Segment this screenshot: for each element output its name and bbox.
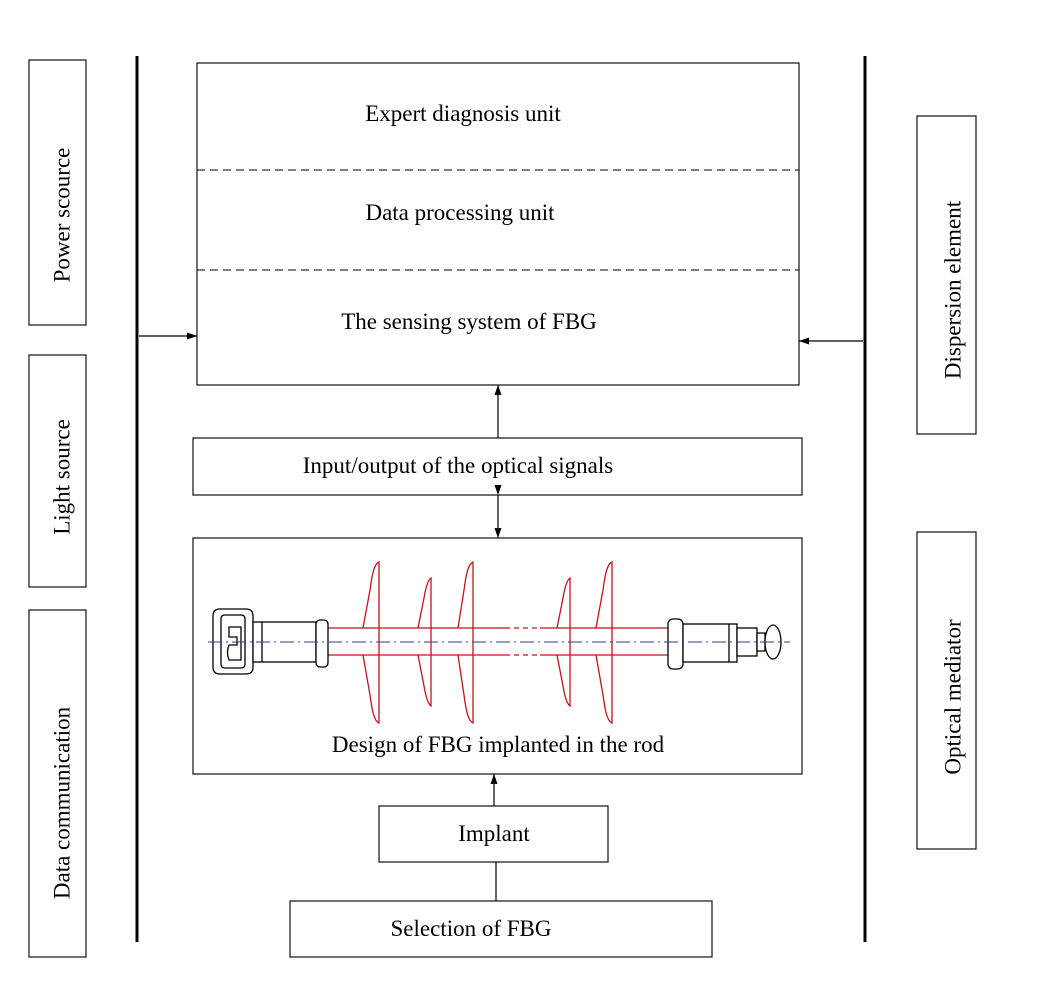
design-box: Design of FBG implanted in the rod bbox=[192, 537, 803, 775]
implant-box: Implant bbox=[378, 805, 609, 863]
io-box: Input/output of the optical signals bbox=[192, 437, 803, 496]
expert-diagnosis-label: Expert diagnosis unit bbox=[365, 101, 561, 126]
optical-mediator-box: Optical mediator bbox=[916, 531, 977, 850]
data-communication-box: Data communication bbox=[28, 609, 87, 958]
main-system-box: Expert diagnosis unit Data processing un… bbox=[196, 62, 800, 386]
selection-box: Selection of FBG bbox=[289, 900, 713, 958]
sensing-system-label: The sensing system of FBG bbox=[341, 309, 597, 334]
data-processing-label: Data processing unit bbox=[365, 200, 555, 225]
light-source-box: Light source bbox=[28, 354, 87, 588]
dispersion-element-label: Dispersion element bbox=[941, 200, 966, 379]
dispersion-element-box: Dispersion element bbox=[916, 115, 977, 435]
implant-label: Implant bbox=[458, 821, 530, 846]
light-source-label: Light source bbox=[50, 419, 75, 535]
power-source-box: Power scource bbox=[28, 59, 87, 326]
design-label: Design of FBG implanted in the rod bbox=[332, 732, 665, 757]
composite-insulator-illustration bbox=[208, 561, 790, 724]
data-communication-label: Data communication bbox=[50, 706, 75, 899]
io-label: Input/output of the optical signals bbox=[303, 453, 614, 478]
optical-mediator-label: Optical mediator bbox=[941, 619, 966, 775]
selection-label: Selection of FBG bbox=[391, 916, 552, 941]
power-source-label: Power scource bbox=[50, 148, 75, 283]
